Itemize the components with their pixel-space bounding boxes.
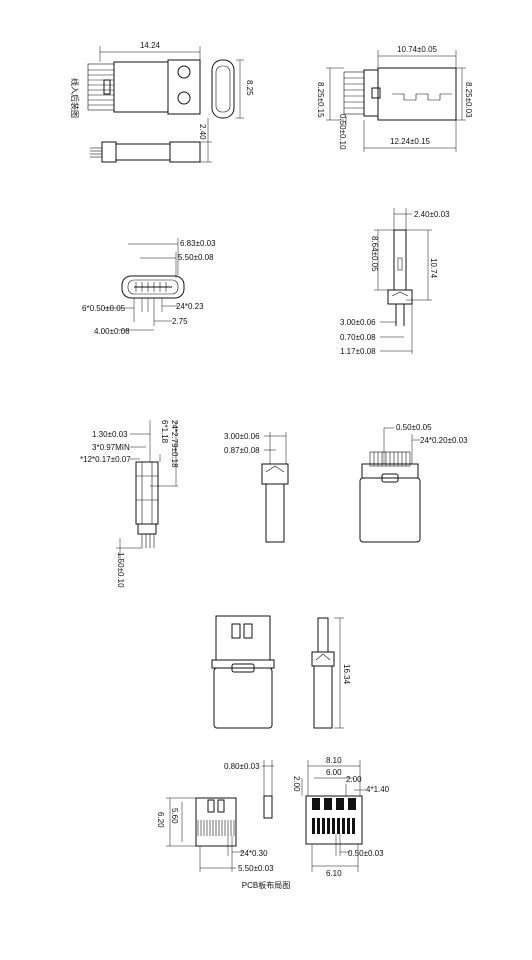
dim-v5-d: 24*2.79±0.18	[170, 420, 179, 468]
dim-v9-e: 5.50±0.03	[238, 864, 274, 873]
dim-v3-e: 2.75	[172, 317, 188, 326]
dim-v10-d: 2.00	[346, 775, 362, 784]
view-front-plug: 0.50±0.05 24*0.20±0.03	[359, 423, 468, 543]
dim-v5-c: *12*0.17±0.07	[80, 455, 131, 464]
dim-v3-d: 24*0.23	[176, 302, 204, 311]
dim-v5-e: 6*1.18	[160, 420, 169, 444]
dim-v10-f: 0.50±0.03	[348, 849, 384, 858]
dim-v9-c: 5.60	[170, 808, 179, 824]
view-pcb-left: 0.80±0.03 6.20 5.60 24*0.30 5.50±0.03	[156, 760, 274, 873]
dim-v1-length: 14.24	[140, 41, 161, 50]
dim-v9-d: 24*0.30	[240, 849, 268, 858]
view-plug-assembly: 16.34	[211, 615, 351, 729]
dim-v4-d: 3.00±0.06	[340, 318, 376, 327]
dim-v7-b: 24*0.20±0.03	[420, 436, 468, 445]
dim-v4-f: 1.17±0.08	[340, 347, 376, 356]
dim-v4-b: 8.64±0.05	[370, 236, 379, 272]
dim-v2-right: 8.25±0.03	[464, 82, 473, 118]
dim-v3-c: 6*0.50±0.05	[82, 304, 126, 313]
dim-v8-a: 16.34	[342, 664, 351, 685]
dim-v4-c: 10.74	[429, 258, 438, 279]
side-note-label: 线入后装图	[70, 78, 80, 118]
dim-v10-e: 4*1.40	[366, 785, 390, 794]
dim-v5-b: 3*0.97MIN	[92, 443, 130, 452]
dim-v4-e: 0.70±0.08	[340, 333, 376, 342]
dim-v4-a: 2.40±0.03	[414, 210, 450, 219]
dim-v2-left: 8.25±0.15	[316, 82, 325, 118]
dim-v2-step: 0.50±0.10	[338, 114, 347, 150]
dim-v5-a: 1.30±0.03	[92, 430, 128, 439]
view-side-receptacle: 2.40±0.03 8.64±0.05 10.74 3.00±0.06 0.70…	[340, 208, 450, 356]
dim-v10-a: 8.10	[326, 756, 342, 765]
dim-v2-bottom: 12.24±0.15	[390, 137, 431, 146]
dim-v3-b: 5.50±0.08	[178, 253, 214, 262]
dim-v10-b: 6.00	[326, 768, 342, 777]
dim-v1-depth: 2.40	[198, 124, 207, 140]
dim-v3-f: 4.00±0.08	[94, 327, 130, 336]
dim-v2-top: 10.74±0.05	[397, 45, 438, 54]
view-front-receptacle: 6.83±0.03 5.50±0.08 6*0.50±0.05 24*0.23 …	[82, 238, 216, 336]
dim-v10-c: 2.00	[292, 776, 301, 792]
dim-v6-b: 0.87±0.08	[224, 446, 260, 455]
dim-v6-a: 3.00±0.06	[224, 432, 260, 441]
view-pcb-pads: 8.10 6.00 2.00 2.00 4*1.40 0.50±0.03 6.1…	[292, 756, 390, 878]
dim-v5-f: 1.50±0.10	[116, 552, 125, 588]
drawing-caption: PCB板布局图	[242, 880, 290, 890]
view-top-connector: 10.74±0.05 8.25±0.15 8.25±0.03 0.50±0.10…	[316, 45, 473, 152]
dim-v7-a: 0.50±0.05	[396, 423, 432, 432]
dim-v9-b: 6.20	[156, 812, 165, 828]
dim-v1-height: 8.25	[245, 80, 254, 96]
view-narrow-side: 3.00±0.06 0.87±0.08	[224, 432, 289, 543]
dim-v3-a: 6.83±0.03	[180, 239, 216, 248]
view-section-side: 1.30±0.03 3*0.97MIN *12*0.17±0.07 24*2.7…	[80, 420, 179, 588]
view-top-with-cable: 14.24 线入后装图 8.25	[70, 41, 254, 163]
dim-v9-a: 0.80±0.03	[224, 762, 260, 771]
dim-v10-g: 6.10	[326, 869, 342, 878]
